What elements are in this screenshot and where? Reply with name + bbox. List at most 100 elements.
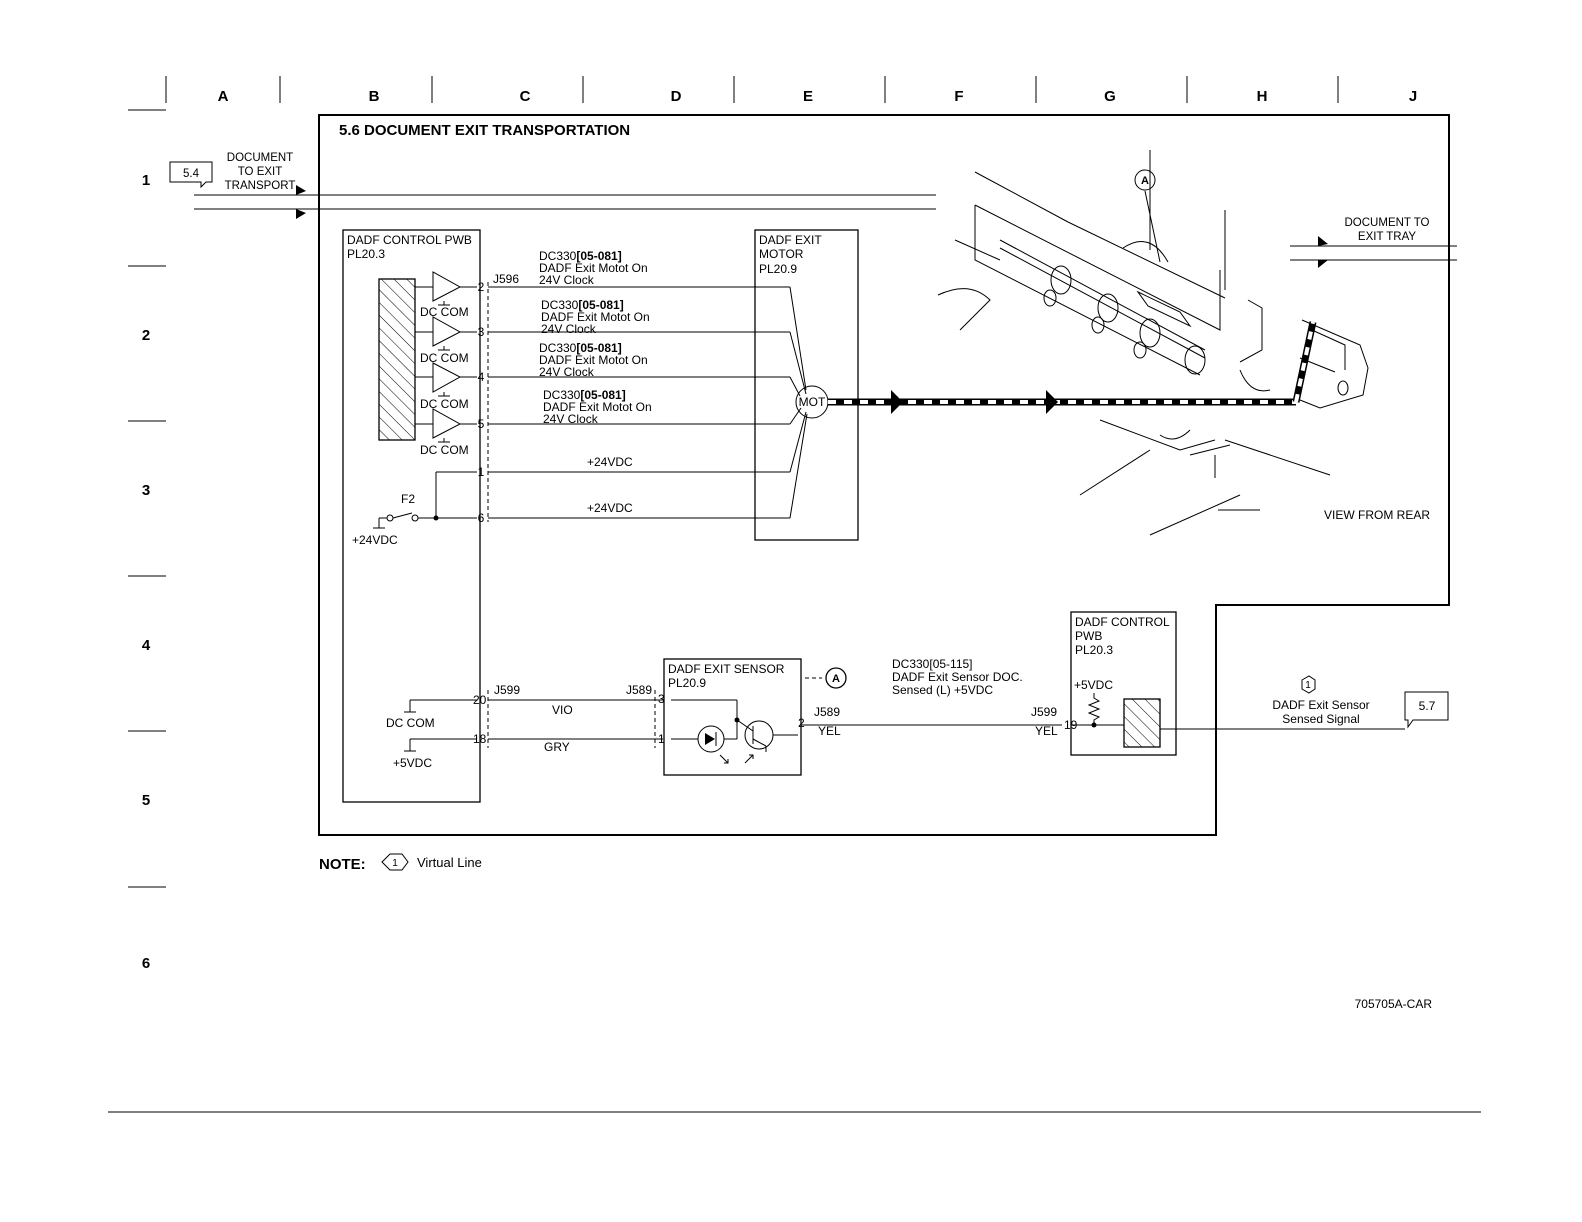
fuse-icon xyxy=(373,512,477,529)
diagram-title: 5.6 DOCUMENT EXIT TRANSPORTATION xyxy=(339,122,630,139)
signal-label: 24V Clock xyxy=(539,365,595,379)
fuse-label: F2 xyxy=(401,492,415,506)
pin-label: 20 xyxy=(473,693,487,707)
dc-com-label: DC COM xyxy=(420,351,469,365)
signal-label: DC330[05-081] xyxy=(539,249,622,263)
motor-symbol: MOT xyxy=(799,395,826,409)
note-label: NOTE: xyxy=(319,856,366,873)
signal-label: DC330[05-081] xyxy=(543,388,626,402)
column-label: H xyxy=(1257,88,1268,105)
signal-label: 24V Clock xyxy=(539,273,595,287)
input-label: TO EXIT xyxy=(238,166,283,178)
view-label: VIEW FROM REAR xyxy=(1324,508,1430,522)
row-labels: 1 2 3 4 5 6 xyxy=(142,172,151,972)
callout-a-label: A xyxy=(832,673,840,685)
column-label: F xyxy=(954,88,963,105)
motor-name: MOTOR xyxy=(759,247,804,261)
connector-label: J599 xyxy=(1031,705,1057,719)
signal-label: DC330[05-115] xyxy=(892,657,973,671)
callout-a-icon xyxy=(825,667,847,689)
sensed-signal-label: DADF Exit Sensor xyxy=(1272,698,1369,712)
row-label: 4 xyxy=(142,637,151,654)
output-reference: DOCUMENT TO EXIT TRAY xyxy=(1290,217,1457,268)
column-label: B xyxy=(369,88,380,105)
pin-label: 2 xyxy=(478,280,485,294)
dadf-control-pwb-right: DADF CONTROL PWB PL20.3 +5VDC xyxy=(1070,611,1177,756)
signal-label: DC330[05-081] xyxy=(539,341,622,355)
pin-label: 3 xyxy=(658,692,665,706)
connector-label: J596 xyxy=(493,272,519,286)
pin-label: 3 xyxy=(478,325,485,339)
signal-label: DADF Exit Motot On xyxy=(539,261,648,275)
dc-com-label: DC COM xyxy=(420,397,469,411)
row-label: 1 xyxy=(142,172,150,189)
row-label: 3 xyxy=(142,482,150,499)
note-marker: 1 xyxy=(392,858,398,869)
virtual-line-marker-icon xyxy=(381,853,409,871)
dc-com-label: DC COM xyxy=(386,716,435,730)
motor-name: DADF EXIT xyxy=(759,233,822,247)
note-text: Virtual Line xyxy=(417,855,482,870)
supply-label: +5VDC xyxy=(393,756,432,770)
pin-label: 4 xyxy=(478,370,485,384)
row-label: 6 xyxy=(142,955,150,972)
signal-label: DC330[05-081] xyxy=(541,298,624,312)
driver-buffer-icon: DC COM xyxy=(415,271,469,319)
column-labels: A B C D E F G H J xyxy=(218,88,1418,105)
pwb-name: DADF CONTROL xyxy=(1075,615,1170,629)
row-label: 2 xyxy=(142,327,150,344)
note: NOTE: 1 Virtual Line xyxy=(319,853,482,873)
dc-com-label: DC COM xyxy=(420,443,469,457)
pin-label: 1 xyxy=(478,465,485,479)
sensor-circuit: J599 J589 20 18 DC COM +5VDC VIO GRY 3 1… xyxy=(386,657,1078,776)
driver-ic-icon xyxy=(378,278,416,441)
resistor-icon xyxy=(1087,693,1101,725)
dadf-control-pwb-left: DADF CONTROL PWB PL20.3 DC COM DC COM DC… xyxy=(342,229,481,803)
dadf-exit-motor: DADF EXIT MOTOR PL20.9 MOT xyxy=(754,229,859,541)
drawing-id: 705705A-CAR xyxy=(1355,997,1433,1011)
column-label: C xyxy=(520,88,531,105)
connector-label: J599 xyxy=(494,683,520,697)
power-label: +24VDC xyxy=(587,455,633,469)
dadf-exit-sensor-box xyxy=(663,658,802,776)
signal-label: 24V Clock xyxy=(543,412,599,426)
circuit-border xyxy=(318,114,1450,836)
receiver-ic-icon xyxy=(1123,698,1161,748)
power-label: +24VDC xyxy=(587,501,633,515)
signal-label: DADF Exit Motot On xyxy=(539,353,648,367)
input-label: DOCUMENT xyxy=(227,152,293,164)
ref-box-label: 5.7 xyxy=(1419,699,1436,713)
column-label: A xyxy=(218,88,229,105)
virtual-line-marker-icon xyxy=(1301,675,1316,694)
column-label: J xyxy=(1409,88,1417,105)
driver-buffer-icon: DC COM xyxy=(415,408,469,457)
drive-linkage xyxy=(828,321,1317,414)
signal-label: 24V Clock xyxy=(541,322,597,336)
pin-label: 1 xyxy=(658,732,665,746)
callout-a-icon xyxy=(1134,169,1156,191)
wire-label: GRY xyxy=(544,740,570,754)
sensor-name: DADF EXIT SENSOR xyxy=(668,662,785,676)
motor-signal-wires: 2 3 4 5 1 6 DC330[05-081] DADF Exit Moto… xyxy=(478,249,790,525)
driver-buffer-icon: DC COM xyxy=(415,362,469,411)
sensor-part: PL20.9 xyxy=(668,676,706,690)
pullup-label: +5VDC xyxy=(1074,678,1113,692)
sensed-signal-label: Sensed Signal xyxy=(1282,712,1359,726)
phototransistor-icon xyxy=(744,720,774,750)
callout-a-label: A xyxy=(1141,175,1149,187)
signal-label: Sensed (L) +5VDC xyxy=(892,683,993,697)
pwb-name: DADF CONTROL PWB xyxy=(347,233,472,247)
supply-label: +24VDC xyxy=(352,533,398,547)
signal-label: DADF Exit Motot On xyxy=(543,400,652,414)
pin-label: 18 xyxy=(473,732,487,746)
wire-label: YEL xyxy=(1035,724,1058,738)
wire-label: YEL xyxy=(818,724,841,738)
sensed-signal-output: 1 DADF Exit Sensor Sensed Signal 5.7 xyxy=(1160,675,1449,730)
pin-label: 2 xyxy=(798,716,805,730)
row-label: 5 xyxy=(142,792,150,809)
ref-box-label: 5.4 xyxy=(183,168,200,180)
column-label: E xyxy=(803,88,813,105)
column-label: D xyxy=(671,88,682,105)
driver-buffer-icon: DC COM xyxy=(415,316,469,365)
signal-label: DADF Exit Sensor DOC. xyxy=(892,670,1023,684)
